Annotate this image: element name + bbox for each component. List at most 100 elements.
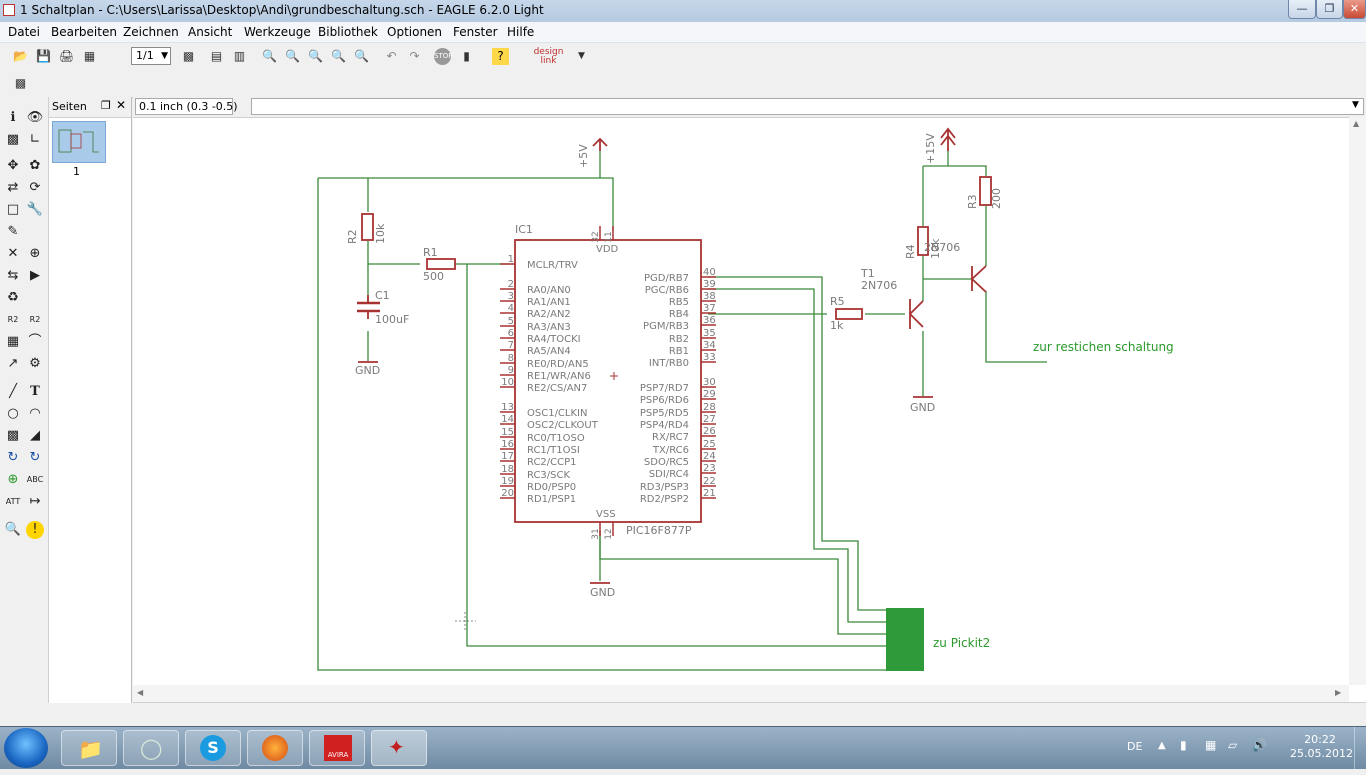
menu-bearbeiten[interactable]: Bearbeiten xyxy=(51,25,117,39)
menu-datei[interactable]: Datei xyxy=(8,25,41,39)
name-icon[interactable]: R2 xyxy=(7,315,19,324)
zoom-fit-icon[interactable]: 🔍 xyxy=(262,49,277,63)
close-button[interactable]: ✕ xyxy=(1343,0,1366,19)
net-label-pickit[interactable]: zu Pickit2 xyxy=(933,636,990,650)
junction-icon[interactable]: ⊕ xyxy=(7,472,19,487)
taskbar-app-circle[interactable]: ◯ xyxy=(123,730,179,766)
value-icon[interactable]: R2 xyxy=(29,315,41,324)
pinswap-icon[interactable]: ⇆ xyxy=(7,268,19,283)
r5-body[interactable] xyxy=(835,308,863,320)
board-icon[interactable]: ▩ xyxy=(182,49,195,63)
tray-network-icon[interactable]: ▦ xyxy=(1205,738,1217,752)
menu-bibliothek[interactable]: Bibliothek xyxy=(318,25,378,39)
page-thumbnail[interactable] xyxy=(52,121,106,163)
menu-werkzeuge[interactable]: Werkzeuge xyxy=(244,25,311,39)
start-button[interactable] xyxy=(4,728,48,768)
tray-signal-icon[interactable]: ▱ xyxy=(1228,738,1238,752)
wire-icon[interactable]: ╱ xyxy=(9,384,17,399)
erc-icon[interactable]: 🔍 xyxy=(4,522,22,537)
t1-symbol[interactable] xyxy=(909,299,924,329)
print-icon[interactable]: 🖨 xyxy=(58,49,75,63)
delete-icon[interactable]: ✕ xyxy=(7,246,19,261)
move-icon[interactable]: ✥ xyxy=(7,158,19,173)
redraw-icon[interactable]: 🔍 xyxy=(331,49,346,63)
mirror-icon[interactable]: ⇄ xyxy=(7,180,19,195)
tray-expand-icon[interactable]: ▲ xyxy=(1158,740,1166,751)
c1-body[interactable] xyxy=(357,301,380,313)
scroll-right-icon[interactable]: ▶ xyxy=(1335,688,1342,697)
schematic-drawing[interactable]: 1MCLR/TRV2RA0/AN03RA1/AN14RA2/AN25RA3/AN… xyxy=(133,118,1366,703)
go-icon[interactable]: ▮ xyxy=(463,49,470,63)
ulp-icon[interactable]: ▥ xyxy=(233,49,246,63)
chevron-down-icon[interactable]: ▼ xyxy=(1352,100,1359,110)
invoke-icon[interactable]: ⚙ xyxy=(29,356,41,371)
designlink-icon[interactable]: design link xyxy=(533,47,564,66)
rect-icon[interactable]: ▩ xyxy=(6,428,20,443)
pickit-connector[interactable] xyxy=(886,608,924,671)
attribute-icon[interactable]: ATT xyxy=(5,497,21,506)
errors-icon[interactable]: ! xyxy=(26,521,44,539)
rotate-icon[interactable]: ⟳ xyxy=(29,180,41,195)
text-icon[interactable]: T xyxy=(30,384,40,399)
vertical-scrollbar[interactable]: ▲ xyxy=(1349,117,1366,685)
menu-zeichnen[interactable]: Zeichnen xyxy=(123,25,179,39)
circle-icon[interactable]: ○ xyxy=(7,406,19,421)
menu-ansicht[interactable]: Ansicht xyxy=(188,25,233,39)
tray-device-icon[interactable]: ▮ xyxy=(1180,738,1187,752)
zoom-in-icon[interactable]: 🔍 xyxy=(285,49,300,63)
add-icon[interactable]: ⊕ xyxy=(29,246,41,261)
sheet-select[interactable]: 1/1▼ xyxy=(131,47,171,65)
zoom-select-icon[interactable]: 🔍 xyxy=(354,49,369,63)
help-icon[interactable]: ? xyxy=(492,48,509,65)
language-indicator[interactable]: DE xyxy=(1127,740,1143,753)
scroll-left-icon[interactable]: ◀ xyxy=(137,688,144,697)
menu-fenster[interactable]: Fenster xyxy=(453,25,498,39)
menu-optionen[interactable]: Optionen xyxy=(387,25,443,39)
polygon-icon[interactable]: ◢ xyxy=(30,428,40,443)
horizontal-scrollbar[interactable]: ◀ ▶ xyxy=(133,685,1349,702)
miter-icon[interactable]: ⌒ xyxy=(28,334,42,349)
close-icon[interactable]: ✕ xyxy=(116,98,127,112)
menu-hilfe[interactable]: Hilfe xyxy=(507,25,535,39)
taskbar-firefox[interactable] xyxy=(247,730,303,766)
redo-icon[interactable]: ↷ xyxy=(409,49,420,63)
net-icon[interactable]: ↻ xyxy=(29,450,41,465)
r2-body[interactable] xyxy=(361,213,374,241)
smash-icon[interactable]: ▦ xyxy=(6,334,20,349)
minimize-button[interactable]: — xyxy=(1288,0,1316,19)
cam-icon[interactable]: ▦ xyxy=(83,49,96,63)
split-icon[interactable]: ↗ xyxy=(7,356,19,371)
t2-symbol[interactable] xyxy=(971,265,987,293)
save-icon[interactable]: 💾 xyxy=(36,49,51,63)
paste-icon[interactable]: ✎ xyxy=(7,224,19,239)
arc-icon[interactable]: ◠ xyxy=(29,406,41,421)
info-icon[interactable]: ℹ xyxy=(10,110,16,125)
copy-icon[interactable]: ✿ xyxy=(29,158,41,173)
clock[interactable]: 20:22 25.05.2012 xyxy=(1290,733,1353,761)
dimension-icon[interactable]: ↦ xyxy=(29,494,41,509)
r1-body[interactable] xyxy=(426,258,456,270)
mark-icon[interactable]: ∟ xyxy=(29,132,41,147)
undo-icon[interactable]: ↶ xyxy=(386,49,397,63)
r4-body[interactable] xyxy=(917,226,929,256)
display-icon[interactable]: ▩ xyxy=(6,132,20,147)
script-icon[interactable]: ▤ xyxy=(210,49,223,63)
chevron-down-icon[interactable]: ▼ xyxy=(578,51,585,61)
taskbar-avira[interactable]: AVIRA xyxy=(309,730,365,766)
zoom-out-icon[interactable]: 🔍 xyxy=(308,49,323,63)
r3-body[interactable] xyxy=(979,176,992,206)
open-icon[interactable]: 📂 xyxy=(13,49,28,63)
bus-icon[interactable]: ↻ xyxy=(7,450,19,465)
command-input[interactable] xyxy=(251,98,1364,115)
tray-volume-icon[interactable]: 🔊 xyxy=(1252,738,1267,752)
show-icon[interactable]: 👁 xyxy=(26,110,44,125)
show-desktop-button[interactable] xyxy=(1354,727,1366,769)
grid-icon[interactable]: ▩ xyxy=(14,76,27,90)
maximize-button[interactable]: ❐ xyxy=(1316,0,1343,19)
undock-icon[interactable]: ❐ xyxy=(101,99,111,112)
taskbar-eagle[interactable]: ✦ xyxy=(371,730,427,766)
group-icon[interactable]: □ xyxy=(6,202,20,217)
taskbar-explorer[interactable]: 📁 xyxy=(61,730,117,766)
net-label-circuit[interactable]: zur restichen schaltung xyxy=(1033,340,1174,354)
